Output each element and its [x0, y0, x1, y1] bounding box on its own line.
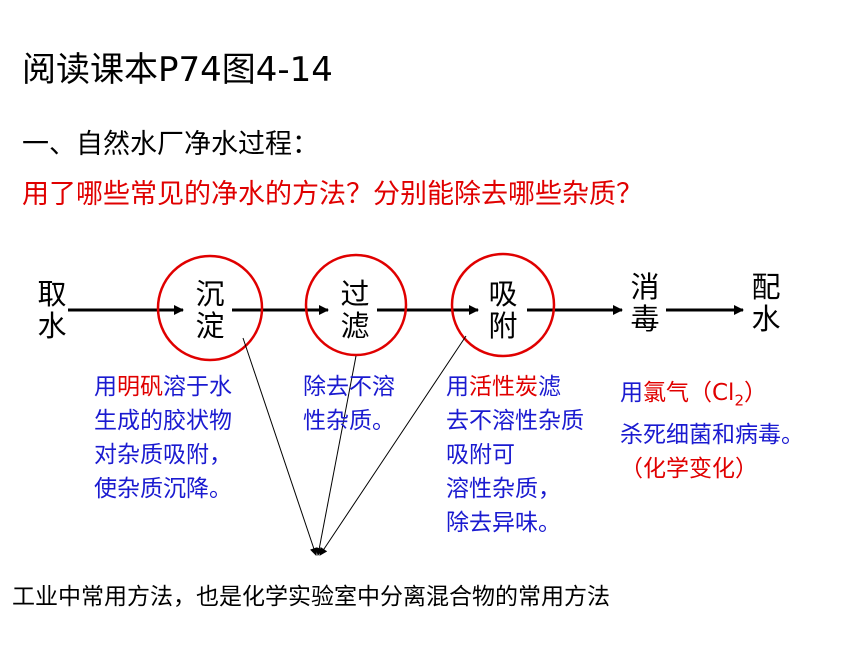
pointer-line-from-filtering	[315, 355, 357, 556]
disinfection-note: 用氯气（Cl2） 杀死细菌和病毒。 （化学变化）	[620, 376, 804, 486]
filtering-note-line-1: 除去不溶	[303, 374, 395, 400]
step-adsorption-char-2: 附	[488, 309, 518, 343]
settling-note-line-2: 生成的胶状物	[94, 408, 232, 434]
adsorption-note-line-5: 除去异味。	[446, 510, 561, 536]
filtering-highlight-circle	[304, 253, 408, 357]
step-adsorption: 吸 附	[485, 278, 521, 342]
step-disinfection-char-2: 毒	[630, 302, 660, 336]
step-settling-char-2: 淀	[195, 309, 225, 343]
settling-note-line-4: 使杂质沉降。	[94, 476, 232, 502]
section-heading: 一、自然水厂净水过程：	[22, 129, 319, 160]
step-distribution: 配 水	[748, 271, 784, 335]
chlorine-keyword: 氯气（Cl2）	[643, 380, 767, 410]
page-title: 阅读课本P74图4-14	[22, 50, 333, 90]
step-settling-char-1: 沉	[195, 277, 225, 311]
step-intake-char-1: 取	[37, 277, 67, 311]
settling-note-line-1: 用明矾溶于水	[94, 374, 232, 400]
disinfection-note-line-1: 用氯气（Cl2）	[620, 380, 767, 410]
adsorption-highlight-circle	[450, 252, 556, 358]
adsorption-note: 用活性炭滤 去不溶性杂质 吸附可 溶性杂质， 除去异味。	[446, 370, 584, 540]
adsorption-note-line-3: 吸附可	[446, 442, 515, 468]
activated-carbon-keyword: 活性炭	[469, 374, 538, 400]
step-disinfection: 消 毒	[627, 271, 663, 335]
footer-note: 工业中常用方法，也是化学实验室中分离混合物的常用方法	[12, 584, 610, 610]
pointer-line-from-settling	[242, 337, 318, 556]
chlorine-subscript: 2	[734, 391, 744, 410]
step-settling: 沉 淀	[192, 278, 228, 342]
pointer-line-from-adsorption	[319, 335, 467, 556]
step-distribution-char-2: 水	[751, 302, 781, 336]
adsorption-note-line-2: 去不溶性杂质	[446, 408, 584, 434]
step-filtering: 过 滤	[337, 278, 373, 342]
step-distribution-char-1: 配	[751, 270, 781, 304]
settling-highlight-circle	[156, 254, 264, 362]
guiding-question: 用了哪些常见的净水的方法？分别能除去哪些杂质？	[22, 179, 643, 210]
adsorption-note-line-4: 溶性杂质，	[446, 476, 561, 502]
step-filtering-char-1: 过	[340, 277, 370, 311]
step-intake: 取 水	[34, 278, 70, 342]
filtering-note: 除去不溶 性杂质。	[303, 370, 395, 438]
filtering-note-line-2: 性杂质。	[303, 408, 395, 434]
settling-note: 用明矾溶于水 生成的胶状物 对杂质吸附， 使杂质沉降。	[94, 370, 232, 506]
step-adsorption-char-1: 吸	[488, 277, 518, 311]
settling-note-line-3: 对杂质吸附，	[94, 442, 232, 468]
step-disinfection-char-1: 消	[630, 270, 660, 304]
disinfection-note-line-3: （化学变化）	[620, 455, 758, 482]
alum-keyword: 明矾	[117, 374, 163, 400]
step-filtering-char-2: 滤	[340, 309, 370, 343]
step-intake-char-2: 水	[37, 309, 67, 343]
disinfection-note-line-2: 杀死细菌和病毒。	[620, 421, 804, 448]
adsorption-note-line-1: 用活性炭滤	[446, 374, 561, 400]
